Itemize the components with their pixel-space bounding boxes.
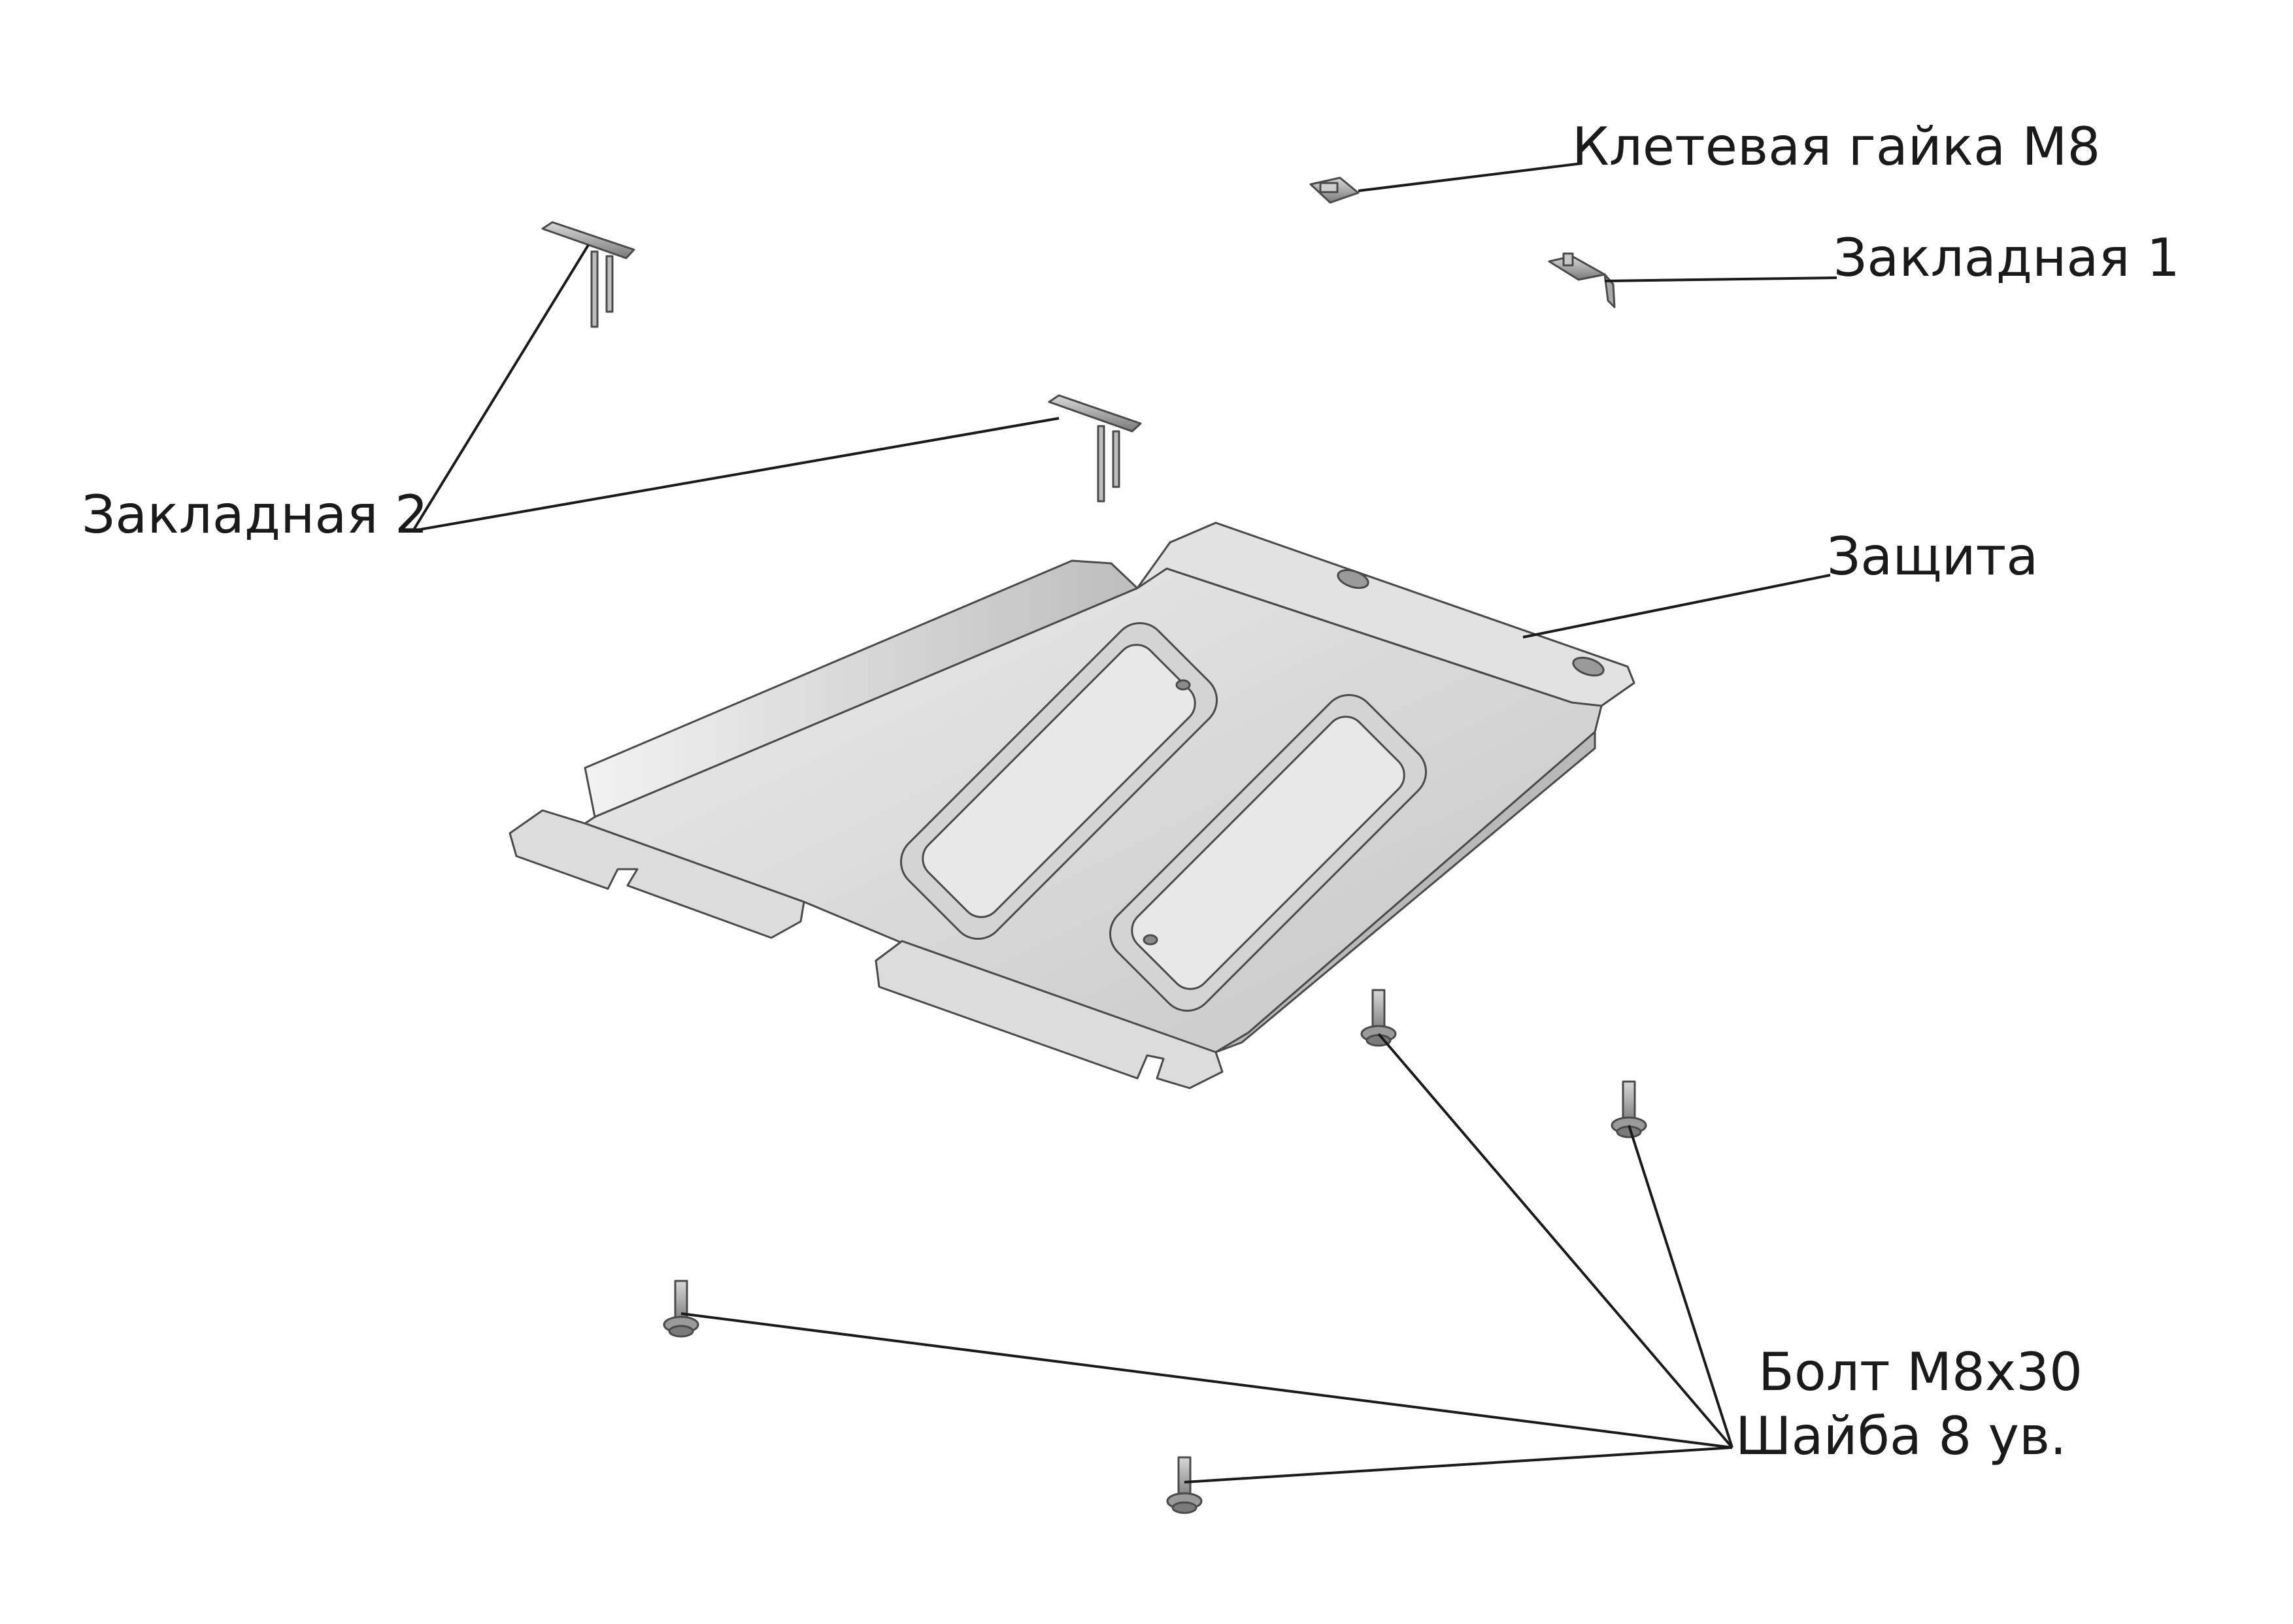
- bolt-4: [1166, 1456, 1203, 1514]
- leader-insert-1: [1604, 276, 1837, 282]
- label-insert-2: Закладная 2: [82, 484, 428, 545]
- leader-bolt-1: [1377, 1033, 1733, 1449]
- label-cage-nut: Клетевая гайка М8: [1572, 116, 2101, 177]
- guard-plate: [509, 522, 1635, 1089]
- leader-bolt-3: [680, 1312, 1733, 1449]
- leader-insert-2-b: [412, 417, 1060, 532]
- leader-guard: [1522, 574, 1831, 638]
- cage-nut-part: [1309, 176, 1360, 204]
- bolt-1: [1360, 989, 1397, 1047]
- label-guard: Защита: [1827, 526, 2039, 587]
- leader-cage-nut: [1358, 162, 1582, 192]
- leader-lines: [412, 162, 1837, 1483]
- label-bolt: Болт М8х30: [1758, 1342, 2083, 1402]
- leader-bolt-4: [1184, 1446, 1733, 1483]
- insert-2-part-a: [541, 221, 635, 328]
- leader-insert-2-a: [412, 244, 590, 532]
- bolt-3: [663, 1280, 699, 1338]
- leader-bolt-2: [1628, 1125, 1733, 1448]
- label-washer: Шайба 8 ув.: [1735, 1406, 2067, 1467]
- label-insert-1: Закладная 1: [1833, 227, 2180, 288]
- insert-2-part-b: [1048, 394, 1142, 503]
